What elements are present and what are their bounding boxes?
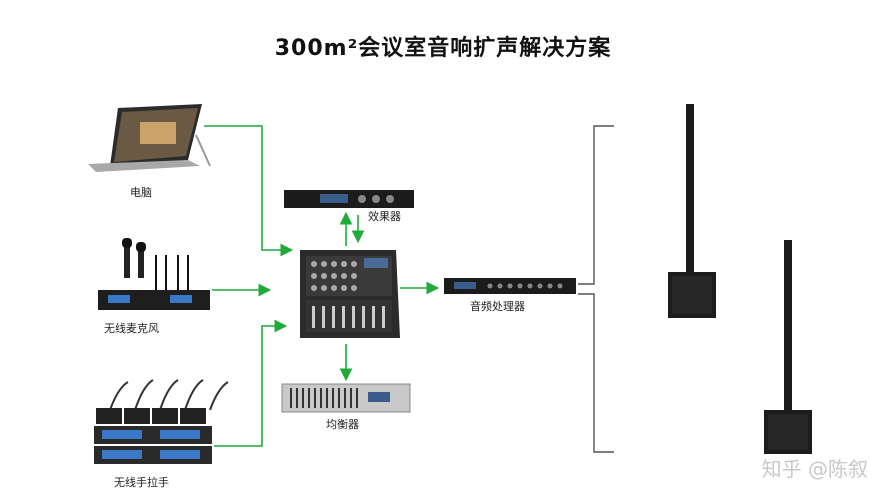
speaker-lines (578, 125, 614, 453)
arrow-handheld-to-mixer (214, 319, 288, 447)
audio-processor-image (444, 278, 576, 294)
processor-label: 音频处理器 (470, 300, 525, 313)
equalizer-label: 均衡器 (326, 418, 359, 431)
equalizer-image (281, 383, 411, 413)
laptop-image (88, 104, 211, 172)
page-title: 300m²会议室音响扩声解决方案 (274, 36, 612, 61)
signal-arrows (204, 125, 440, 447)
arrow-laptop-to-mixer (204, 125, 294, 257)
watermark: 知乎 @陈叙 (761, 457, 868, 481)
wireless-handheld-image (94, 379, 229, 464)
effects-label: 效果器 (368, 210, 401, 223)
column-speaker-2-image (764, 240, 812, 454)
wireless-mic-label: 无线麦克风 (104, 322, 159, 335)
effects-unit-image (284, 190, 414, 208)
laptop-label: 电脑 (130, 186, 152, 199)
wireless-handheld-label: 无线手拉手 (114, 476, 169, 489)
mixer-image (300, 250, 400, 338)
column-speaker-1-image (668, 104, 716, 318)
wireless-mic-image (98, 238, 210, 310)
